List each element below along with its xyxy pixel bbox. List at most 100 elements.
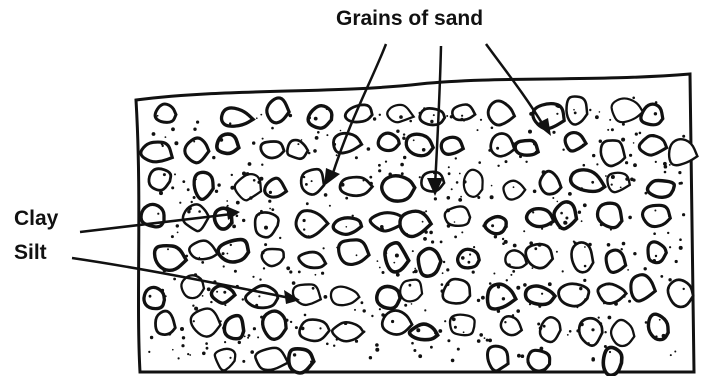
- soil-speck: [484, 337, 486, 339]
- soil-speck: [352, 215, 354, 217]
- soil-speck: [314, 117, 318, 121]
- sand-grain: [410, 324, 438, 340]
- soil-speck: [229, 122, 231, 124]
- soil-speck: [242, 320, 244, 322]
- soil-speck: [682, 213, 685, 216]
- soil-speck: [367, 147, 371, 151]
- soil-speck: [600, 223, 603, 226]
- soil-speck: [161, 143, 164, 146]
- soil-speck: [556, 320, 558, 322]
- soil-speck: [477, 339, 481, 343]
- sand-grain: [606, 250, 626, 272]
- soil-speck: [409, 120, 412, 123]
- soil-speck: [297, 143, 299, 145]
- soil-speck: [187, 188, 190, 191]
- soil-speck: [556, 105, 558, 107]
- soil-speck: [202, 352, 206, 356]
- soil-speck: [305, 183, 308, 186]
- soil-speck: [505, 160, 508, 163]
- soil-speck: [447, 339, 450, 342]
- soil-speck: [257, 181, 260, 184]
- soil-speck: [187, 210, 190, 213]
- soil-speck: [442, 272, 444, 274]
- soil-speck: [422, 221, 424, 223]
- soil-speck: [558, 226, 561, 229]
- soil-speck: [185, 255, 188, 258]
- soil-speck: [573, 109, 575, 111]
- soil-speck: [448, 172, 451, 175]
- soil-speck: [440, 241, 443, 244]
- soil-speck: [463, 331, 465, 333]
- soil-speck: [423, 237, 427, 241]
- soil-speck: [369, 356, 372, 359]
- soil-speck: [480, 119, 482, 121]
- soil-speck: [580, 323, 584, 327]
- soil-speck: [196, 121, 199, 124]
- soil-speck: [490, 195, 494, 199]
- soil-speck: [598, 317, 600, 319]
- soil-speck: [451, 359, 455, 363]
- soil-speck: [610, 228, 612, 230]
- soil-speck: [306, 202, 309, 205]
- soil-speck: [258, 214, 260, 216]
- soil-speck: [423, 135, 425, 137]
- soil-speck: [286, 266, 290, 270]
- soil-speck: [614, 302, 618, 306]
- soil-speck: [595, 115, 599, 119]
- sand-grain: [382, 176, 415, 201]
- soil-speck: [579, 287, 582, 290]
- soil-speck: [532, 267, 534, 269]
- soil-speck: [168, 332, 171, 335]
- soil-speck: [303, 176, 305, 178]
- soil-speck: [317, 131, 320, 134]
- soil-speck: [236, 215, 239, 218]
- soil-speck: [556, 251, 558, 253]
- soil-speck: [198, 210, 201, 213]
- soil-speck: [293, 353, 296, 356]
- soil-speck: [513, 186, 515, 188]
- soil-speck: [242, 326, 244, 328]
- soil-speck: [378, 164, 381, 167]
- soil-speck: [260, 114, 262, 116]
- soil-speck: [460, 196, 462, 198]
- soil-speck: [224, 304, 226, 306]
- soil-speck: [224, 341, 226, 343]
- soil-speck: [402, 137, 405, 140]
- soil-speck: [622, 123, 625, 126]
- soil-speck: [587, 342, 589, 344]
- soil-speck: [504, 321, 506, 323]
- soil-speck: [434, 197, 437, 200]
- soil-speck: [662, 334, 666, 338]
- soil-speck: [534, 247, 537, 250]
- soil-speck: [443, 261, 445, 263]
- soil-speck: [486, 339, 489, 342]
- soil-speck: [588, 243, 592, 247]
- soil-speck: [369, 176, 372, 179]
- soil-speck: [177, 232, 179, 234]
- soil-speck: [416, 328, 420, 332]
- soil-speck: [491, 127, 494, 130]
- soil-speck: [385, 161, 387, 163]
- soil-speck: [323, 247, 325, 249]
- soil-speck: [419, 112, 421, 114]
- soil-speck: [448, 166, 450, 168]
- soil-speck: [223, 265, 225, 267]
- soil-speck: [201, 261, 204, 264]
- soil-speck: [279, 237, 281, 239]
- soil-speck: [433, 114, 435, 116]
- soil-speck: [660, 275, 663, 278]
- soil-speck: [424, 230, 427, 233]
- soil-speck: [249, 196, 252, 199]
- soil-speck: [226, 200, 228, 202]
- soil-speck: [222, 326, 226, 330]
- sand-grain: [464, 170, 483, 197]
- sand-grain: [641, 104, 663, 125]
- soil-speck: [512, 142, 515, 145]
- soil-speck: [568, 192, 572, 196]
- soil-speck: [438, 329, 442, 333]
- soil-speck: [425, 210, 427, 212]
- soil-speck: [493, 273, 495, 275]
- soil-speck: [264, 243, 267, 246]
- soil-speck: [611, 128, 614, 131]
- soil-speck: [182, 336, 185, 339]
